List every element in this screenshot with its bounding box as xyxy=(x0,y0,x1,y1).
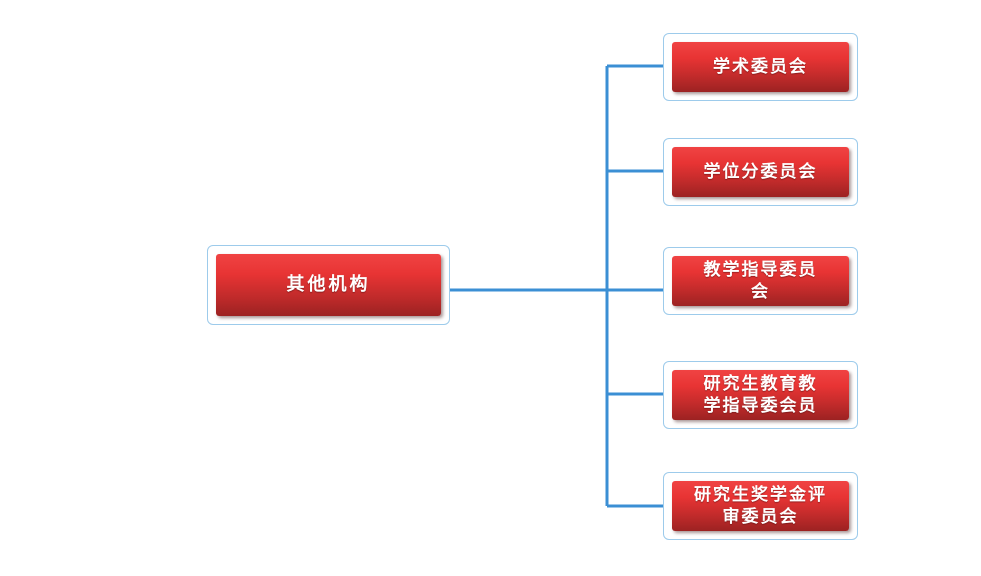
node-child-4-label: 研究生教育教 学指导委会员 xyxy=(703,373,818,415)
node-root-fill: 其他机构 xyxy=(216,254,441,316)
node-child-4[interactable]: 研究生教育教 学指导委会员 xyxy=(663,361,858,429)
node-child-5[interactable]: 研究生奖学金评 审委员会 xyxy=(663,472,858,540)
node-child-2[interactable]: 学位分委员会 xyxy=(663,138,858,206)
node-child-3-fill: 教学指导委员 会 xyxy=(672,256,849,306)
node-child-2-fill: 学位分委员会 xyxy=(672,147,849,197)
node-root[interactable]: 其他机构 xyxy=(207,245,450,325)
node-child-1-label: 学术委员会 xyxy=(713,56,808,76)
node-child-1[interactable]: 学术委员会 xyxy=(663,33,858,101)
node-child-3[interactable]: 教学指导委员 会 xyxy=(663,247,858,315)
node-child-5-fill: 研究生奖学金评 审委员会 xyxy=(672,481,849,531)
node-child-4-fill: 研究生教育教 学指导委会员 xyxy=(672,370,849,420)
node-child-5-label: 研究生奖学金评 审委员会 xyxy=(694,484,827,526)
node-root-label: 其他机构 xyxy=(286,274,371,295)
node-child-3-label: 教学指导委员 会 xyxy=(703,259,818,301)
node-child-2-label: 学位分委员会 xyxy=(703,161,818,181)
node-child-1-fill: 学术委员会 xyxy=(672,42,849,92)
